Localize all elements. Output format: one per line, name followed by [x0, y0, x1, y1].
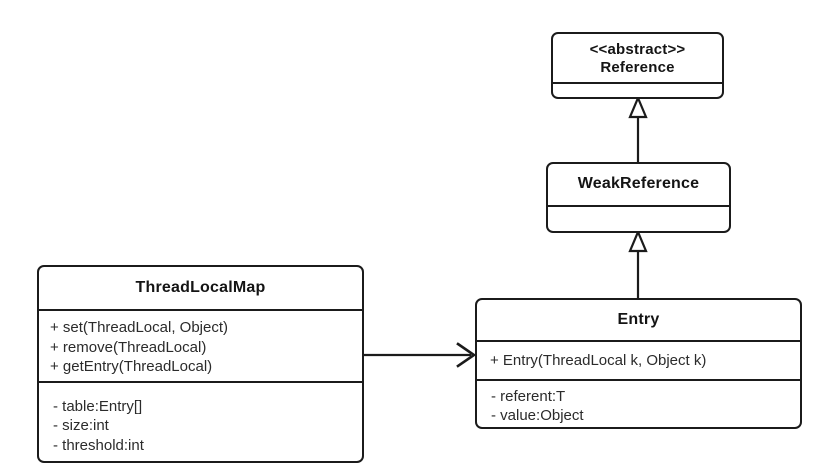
- class-field: - table:Entry[]: [53, 397, 143, 415]
- class-field: - size:int: [53, 417, 109, 435]
- class-method: + set(ThreadLocal, Object): [50, 319, 229, 337]
- class-box-reference[interactable]: <<abstract>> Reference: [551, 32, 724, 99]
- generalization-weakreference-to-reference: [628, 95, 648, 162]
- class-fields-threadlocalmap: - table:Entry[] - size:int - threshold:i…: [39, 381, 362, 461]
- class-field: - referent:T: [491, 387, 566, 405]
- class-method: + remove(ThreadLocal): [50, 338, 207, 356]
- class-box-threadlocalmap[interactable]: ThreadLocalMap + set(ThreadLocal, Object…: [37, 265, 364, 463]
- class-title-reference: <<abstract>> Reference: [553, 34, 722, 82]
- generalization-entry-to-weakreference: [628, 229, 648, 298]
- class-title-threadlocalmap: ThreadLocalMap: [39, 267, 362, 309]
- class-field: - threshold:int: [53, 436, 144, 454]
- class-members-weakreference: [548, 205, 729, 231]
- class-field: - value:Object: [491, 407, 584, 424]
- class-title-entry: Entry: [477, 300, 800, 340]
- class-name-threadlocalmap: ThreadLocalMap: [135, 278, 266, 296]
- class-name-entry: Entry: [617, 310, 660, 328]
- association-threadlocalmap-to-entry: [364, 342, 477, 368]
- class-fields-entry: - referent:T - value:Object: [477, 379, 800, 427]
- class-methods-entry: + Entry(ThreadLocal k, Object k): [477, 340, 800, 379]
- class-members-reference: [553, 82, 722, 97]
- class-method: + getEntry(ThreadLocal): [50, 358, 213, 376]
- class-stereotype-reference: <<abstract>>: [589, 40, 686, 58]
- class-title-weakreference: WeakReference: [548, 164, 729, 205]
- class-name-reference: Reference: [600, 58, 675, 76]
- class-methods-threadlocalmap: + set(ThreadLocal, Object) + remove(Thre…: [39, 309, 362, 381]
- class-name-weakreference: WeakReference: [577, 175, 700, 193]
- class-box-weakreference[interactable]: WeakReference: [546, 162, 731, 233]
- class-box-entry[interactable]: Entry + Entry(ThreadLocal k, Object k) -…: [475, 298, 802, 429]
- class-method: + Entry(ThreadLocal k, Object k): [490, 351, 707, 369]
